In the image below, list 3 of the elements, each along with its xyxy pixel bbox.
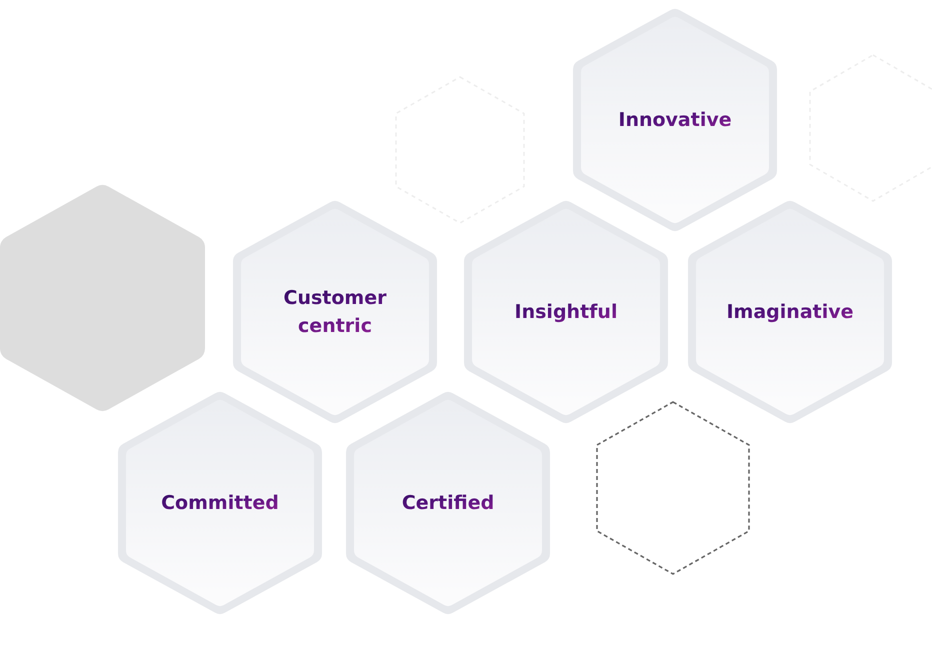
dashed-hexagon-outline (595, 400, 751, 576)
dotted-hexagon-outline (394, 75, 526, 225)
hexagon-shape (0, 185, 204, 411)
